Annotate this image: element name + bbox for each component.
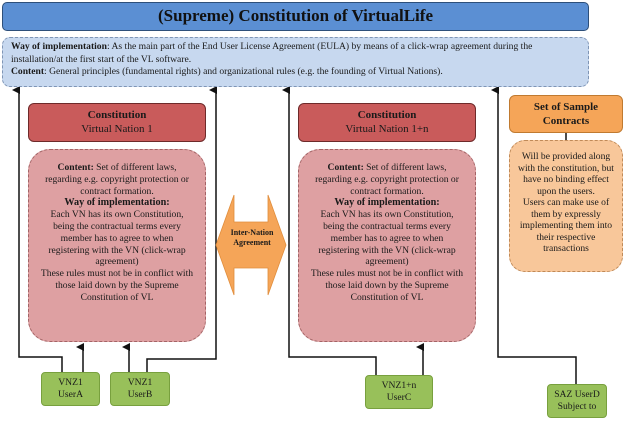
- arrow-usera-to-supreme: [12, 86, 63, 372]
- content-text: Set of different laws, regarding e.g. co…: [45, 162, 189, 197]
- content-text: : General principles (fundamental rights…: [44, 66, 443, 77]
- sample-contracts-header: Set of Sample Contracts: [509, 95, 623, 133]
- user-line1: VNZ1: [127, 377, 153, 388]
- impl-label: Way of implementation:: [334, 197, 440, 209]
- impl-label: Way of implementation: [11, 41, 107, 52]
- supreme-constitution-info: Way of implementation: As the main part …: [2, 37, 589, 87]
- impl-text: Each VN has its own Constitution, being …: [48, 209, 186, 268]
- impl-text: : As the main part of the End User Licen…: [11, 41, 533, 65]
- arrow-userd-to-supreme: [491, 86, 577, 384]
- content-label: Content:: [57, 162, 94, 173]
- user-line1: VNZ1: [58, 377, 83, 388]
- user-line2: UserB: [127, 389, 153, 400]
- vn1-header: Constitution Virtual Nation 1: [28, 103, 206, 142]
- sample-contracts-body: Will be provided along with the constitu…: [509, 140, 623, 272]
- supreme-constitution-title: (Supreme) Constitution of VirtualLife: [2, 2, 589, 31]
- rules-text: These rules must not be in conflict with…: [40, 268, 194, 303]
- vn1-subtitle: Virtual Nation 1: [81, 123, 153, 135]
- content-text: Set of different laws, regarding e.g. co…: [315, 162, 459, 197]
- vn1n-header: Constitution Virtual Nation 1+n: [298, 103, 476, 142]
- vn1n-content: Content: Set of different laws, regardin…: [298, 149, 476, 342]
- inter-nation-agreement-label: Inter-Nation Agreement: [230, 228, 274, 247]
- rules-text: These rules must not be in conflict with…: [310, 268, 464, 303]
- vn1-title: Constitution: [87, 109, 147, 121]
- impl-text: Each VN has its own Constitution, being …: [318, 209, 456, 268]
- vn1n-subtitle: Virtual Nation 1+n: [345, 123, 429, 135]
- vn1n-title: Constitution: [357, 109, 417, 121]
- arrow-userb-to-supreme: [146, 86, 217, 372]
- impl-label: Way of implementation:: [64, 197, 170, 209]
- content-label: Content:: [327, 162, 364, 173]
- user-line1: SAZ UserD: [554, 389, 600, 400]
- user-line2: UserC: [386, 392, 412, 403]
- user-line2: UserA: [57, 389, 84, 400]
- inter-nation-double-arrow-shape: [215, 194, 287, 296]
- arrow-userc-to-supreme: [282, 86, 377, 375]
- user-line2: Subject to: [557, 401, 597, 412]
- sample-p2: Users can make use of them by expressly …: [519, 197, 613, 254]
- sample-p1: Will be provided along with the constitu…: [518, 151, 614, 197]
- user-line1: VNZ1+n: [381, 380, 417, 391]
- content-label: Content: [11, 66, 45, 77]
- vn1-content: Content: Set of different laws, regardin…: [28, 149, 206, 342]
